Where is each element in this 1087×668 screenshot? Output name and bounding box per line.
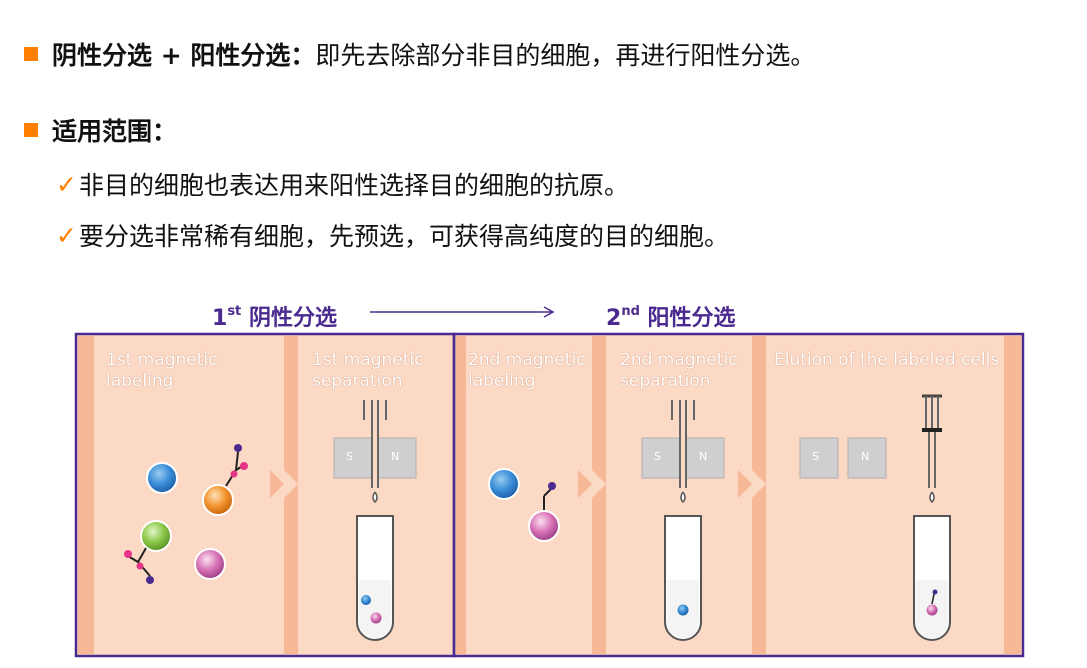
step-2-suffix: nd (621, 303, 640, 319)
magnet-south-label: S (812, 450, 819, 463)
step-1-suffix: st (227, 303, 242, 319)
pink-cell-icon (194, 548, 226, 580)
panel-1-line1: 1st magnetic (106, 350, 218, 370)
step-1-number: 1 (212, 306, 228, 331)
check-icon: ✓ (56, 220, 77, 250)
bullet-1-colon: ： (290, 41, 316, 70)
panel-5-line1: Elution of the labeled cells (774, 350, 1000, 370)
bullet-scope: 适用范围 ： (24, 112, 177, 148)
panel-1-line2: labeling (106, 371, 174, 391)
magnet-north-label: N (391, 450, 400, 463)
panel-4-line1: 2nd magnetic (620, 350, 738, 370)
magnet-south-label: S (654, 450, 661, 463)
bullet-2-colon: ： (152, 117, 178, 146)
panel-3-line1: 2nd magnetic (468, 350, 586, 370)
orange-labeled-cell-icon (202, 444, 248, 516)
magnet-north-label: N (861, 450, 870, 463)
test-tube-2 (664, 515, 702, 641)
panel-3-line2: labeling (468, 371, 536, 391)
panel-3-label: 2nd magnetic labeling (468, 350, 586, 392)
magnet-north-label: N (699, 450, 708, 463)
panel-5-label: Elution of the labeled cells (774, 350, 999, 371)
bullet-1-text: 即先去除部分非目的细胞，再进行阳性分选。 (315, 41, 816, 70)
panel-2-line2: separation (312, 371, 403, 391)
panel-2-line1: 1st magnetic (312, 350, 424, 370)
blue-cell-icon (146, 462, 178, 494)
panel-1-label: 1st magnetic labeling (106, 350, 217, 392)
panel-4-line2: separation (620, 371, 711, 391)
plunger-column-icon (922, 394, 942, 504)
step-2-title: 2nd 阳性分选 (606, 300, 736, 332)
check-item-1-text: 非目的细胞也表达用来阳性选择目的细胞的抗原。 (78, 171, 629, 200)
bullet-1-bold: 阴性分选 + 阳性分选 (52, 41, 291, 70)
check-item-2: ✓ 要分选非常稀有细胞，先预选，可获得高纯度的目的细胞。 (56, 217, 729, 253)
step-1-label: 阴性分选 (248, 306, 337, 331)
square-bullet-icon (24, 123, 38, 137)
pink-labeled-cell-icon (528, 482, 560, 542)
test-tube-3 (913, 515, 951, 641)
bullet-2-bold: 适用范围 (52, 117, 153, 146)
panel-2-label: 1st magnetic separation (312, 350, 423, 392)
magnet-column-2 (641, 400, 725, 504)
check-item-2-text: 要分选非常稀有细胞，先预选，可获得高纯度的目的细胞。 (78, 222, 729, 251)
green-labeled-cell-icon (124, 520, 172, 584)
bullet-negative-positive: 阴性分选 + 阳性分选 ： 即先去除部分非目的细胞，再进行阳性分选。 (24, 36, 815, 72)
magnet-column-1 (333, 400, 417, 504)
magnet-blocks-3 (799, 437, 887, 479)
panel-4-label: 2nd magnetic separation (620, 350, 738, 392)
check-item-1: ✓ 非目的细胞也表达用来阳性选择目的细胞的抗原。 (56, 166, 629, 202)
test-tube-1 (356, 515, 394, 641)
magnet-south-label: S (346, 450, 353, 463)
step-2-label: 阳性分选 (647, 306, 736, 331)
arrow-right-icon (370, 306, 555, 318)
step-2-number: 2 (606, 306, 622, 331)
step-1-title: 1st 阴性分选 (212, 300, 337, 332)
square-bullet-icon (24, 47, 38, 61)
check-icon: ✓ (56, 169, 77, 199)
blue-cell-icon (488, 468, 520, 500)
